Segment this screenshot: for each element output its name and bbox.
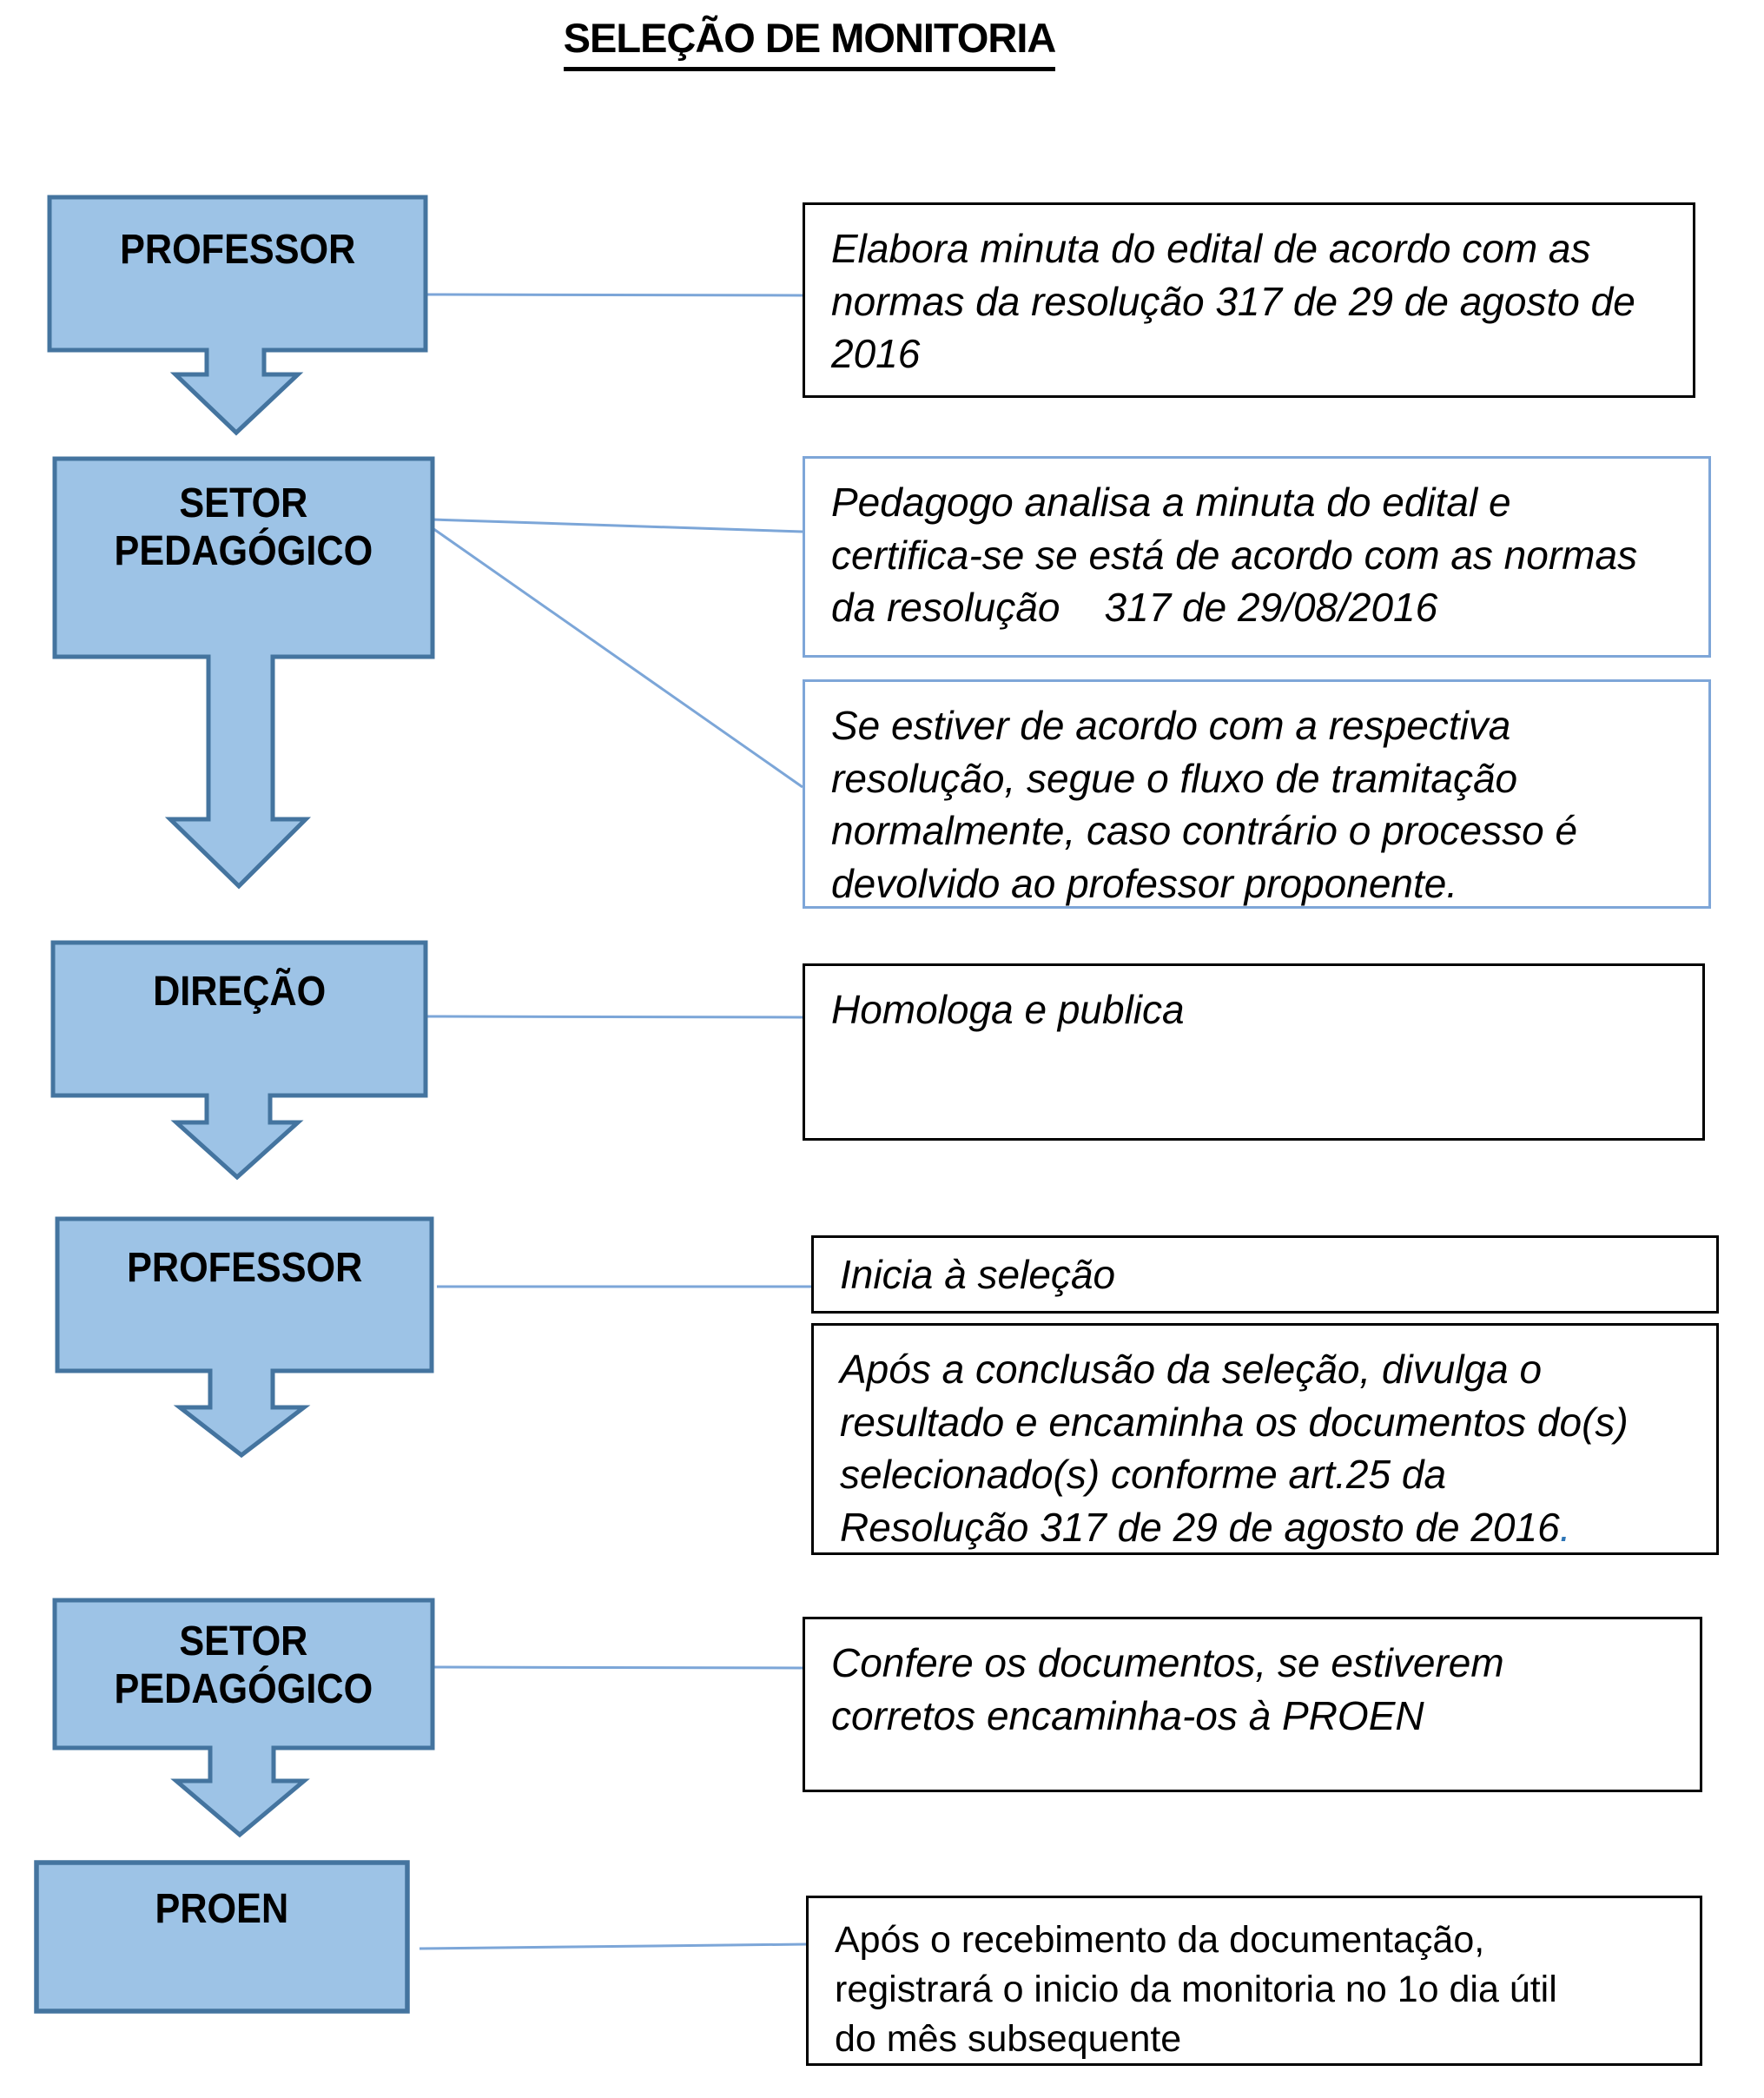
connector-setor1-note-diagonal xyxy=(432,526,803,789)
node-professor-1-label: PROFESSOR xyxy=(119,227,356,273)
connector-proen-note xyxy=(419,1942,807,1950)
node-setor-pedagogico-1-label: SETOR PEDAGÓGICO xyxy=(114,480,373,575)
note-homologa-publica-text: Homologa e publica xyxy=(831,987,1185,1032)
note-se-estiver-de-acordo-text: Se estiver de acordo com a respectiva re… xyxy=(831,703,1578,907)
note-apos-recebimento-text: Após o recebimento da documentação, regi… xyxy=(835,1919,1557,2060)
note-pedagogo-analisa: Pedagogo analisa a minuta do edital e ce… xyxy=(803,456,1711,658)
note-inicia-selecao: Inicia à seleção xyxy=(811,1235,1719,1314)
connector-setor1-note-top xyxy=(432,518,803,533)
note-homologa-publica: Homologa e publica xyxy=(803,963,1705,1141)
node-proen-box xyxy=(34,1860,410,2014)
node-proen-label: PROEN xyxy=(155,1886,289,1932)
callout-professor-2 xyxy=(55,1216,434,1459)
note-confere-documentos-text: Confere os documentos, se estiverem corr… xyxy=(831,1640,1504,1738)
note-elabora-minuta-text: Elabora minuta do edital de acordo com a… xyxy=(831,226,1635,377)
callout-professor-1 xyxy=(47,195,428,436)
note-apos-conclusao-text: Após a conclusão da seleção, divulga o r… xyxy=(840,1347,1629,1551)
note-confere-documentos: Confere os documentos, se estiverem corr… xyxy=(803,1617,1702,1792)
note-apos-conclusao: Após a conclusão da seleção, divulga o r… xyxy=(811,1323,1719,1555)
node-professor-2-label: PROFESSOR xyxy=(126,1245,363,1291)
note-elabora-minuta: Elabora minuta do edital de acordo com a… xyxy=(803,202,1695,398)
callout-setor-pedagogico-2 xyxy=(52,1598,435,1838)
node-direcao-label: DIREÇÃO xyxy=(152,969,327,1015)
note-apos-recebimento: Após o recebimento da documentação, regi… xyxy=(806,1896,1702,2066)
connector-direcao-note xyxy=(425,1015,803,1019)
note-inicia-selecao-text: Inicia à seleção xyxy=(840,1252,1116,1297)
page-title: SELEÇÃO DE MONITORIA xyxy=(505,14,1113,71)
node-setor-pedagogico-2-label: SETOR PEDAGÓGICO xyxy=(114,1618,373,1713)
note-se-estiver-de-acordo: Se estiver de acordo com a respectiva re… xyxy=(803,679,1711,909)
callout-setor-pedagogico-1 xyxy=(52,456,435,890)
callout-direcao xyxy=(50,940,428,1181)
note-pedagogo-analisa-text: Pedagogo analisa a minuta do edital e ce… xyxy=(831,480,1638,631)
connector-setor2-note xyxy=(432,1665,803,1670)
blue-period: . xyxy=(1559,1505,1571,1551)
